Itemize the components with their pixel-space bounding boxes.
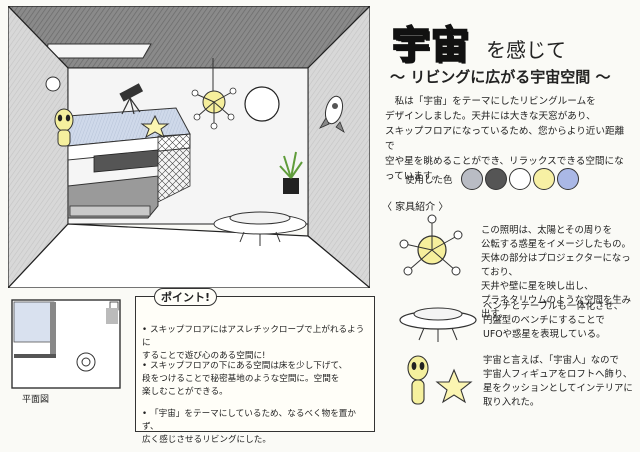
room-perspective-drawing (8, 6, 370, 288)
color-swatch (485, 168, 507, 190)
furniture-desc-alien: 宇宙と言えば、「宇宙人」なので 宇宙人フィギュアをロフトへ飾り、 星をクッション… (483, 355, 633, 408)
point-item: •スキップフロアの下にある空間は床を少し下げて、 段をつけることで秘密基地のよう… (142, 361, 348, 397)
ufo-bench-table (213, 211, 307, 246)
climbing-rope-net (157, 133, 191, 203)
color-swatch (557, 168, 579, 190)
page-title-tail: を感じて (486, 38, 566, 62)
alien-figure (54, 108, 74, 147)
furniture-desc-light: この照明は、太陽とその周りを 公転する惑星をイメージしたもの。 天体の部分はプロ… (481, 225, 632, 320)
color-swatch (533, 168, 555, 190)
point-item: •スキップフロアにはアスレチックロープで上がれるように することで遊び心のある空… (142, 325, 365, 361)
color-swatch (461, 168, 483, 190)
bullet-icon: • (142, 325, 148, 335)
floor-plan-label: 平面図 (22, 395, 50, 405)
ufo-table-icon (399, 307, 477, 342)
design-description: 私は「宇宙」をテーマにしたリビングルームを デザインしました。天井には大きな天窓… (385, 96, 625, 182)
furniture-label: 〈 家具紹介 〉 (382, 202, 449, 213)
star-cushion (140, 114, 170, 139)
page-title: 宇宙 (391, 22, 471, 68)
color-swatch (509, 168, 531, 190)
point-heading: ポイント! (154, 288, 218, 306)
bullet-icon: • (142, 409, 148, 419)
point-box: ポイント! •スキップフロアにはアスレチックロープで上がれるように することで遊… (135, 288, 375, 445)
skylight (45, 43, 152, 59)
potted-plant (279, 151, 303, 194)
pendant-light (191, 58, 237, 130)
bullet-icon: • (142, 361, 148, 371)
floor-plan-drawing (11, 299, 121, 389)
page-subtitle: 〜 リビングに広がる宇宙空間 〜 (390, 68, 611, 86)
ceiling (8, 6, 370, 69)
wall-circle (45, 76, 61, 92)
sun-planet-light-icon (399, 214, 463, 276)
color-label: 使用した色 (405, 175, 453, 186)
point-item: •「宇宙」をテーマにしているため、なるべく物を置かず、 広く感じさせるリビングに… (142, 409, 356, 445)
rocket-decoration (319, 95, 345, 133)
telescope (119, 83, 144, 115)
round-window (244, 86, 280, 122)
furniture-desc-table: ベンチとテーブルも一体化させ、 円盤型のベンチにすることで UFOや惑星を表現し… (483, 301, 624, 340)
title-block: 宇宙 を感じて (391, 14, 632, 84)
alien-cushion-icon (407, 355, 473, 405)
